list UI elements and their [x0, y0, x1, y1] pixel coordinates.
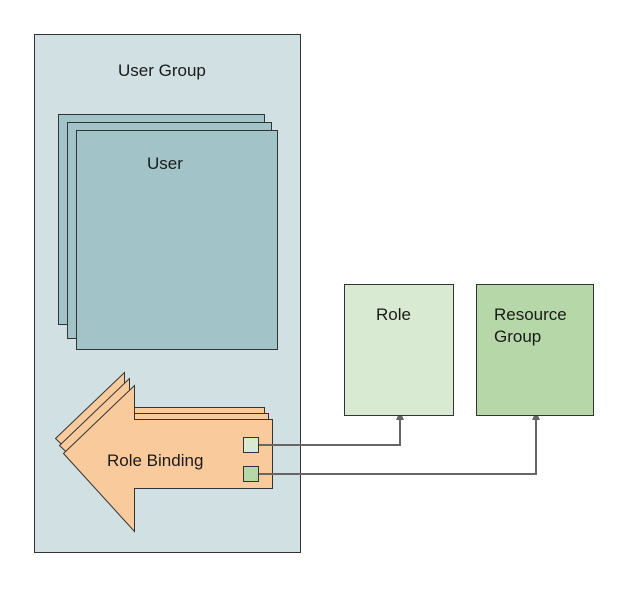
role-binding-arrow-front — [62, 384, 273, 533]
resource-group-label-line2: Group — [494, 327, 542, 346]
role-box — [344, 284, 454, 416]
resource-group-port-square — [243, 466, 259, 482]
role-port-square — [243, 437, 259, 453]
resource-group-box — [476, 284, 594, 416]
role-binding-label: Role Binding — [107, 451, 204, 470]
connector-role-binding-to-role — [259, 411, 404, 446]
user-label: User — [147, 154, 183, 173]
role-binding-stack — [54, 371, 273, 533]
user-card-front — [76, 130, 278, 350]
connector-role-binding-to-resource-group — [259, 411, 540, 475]
resource-group-label-line1: Resource — [494, 305, 567, 324]
role-label: Role — [376, 305, 411, 324]
user-stack — [58, 114, 278, 350]
user-group-label: User Group — [118, 61, 206, 80]
